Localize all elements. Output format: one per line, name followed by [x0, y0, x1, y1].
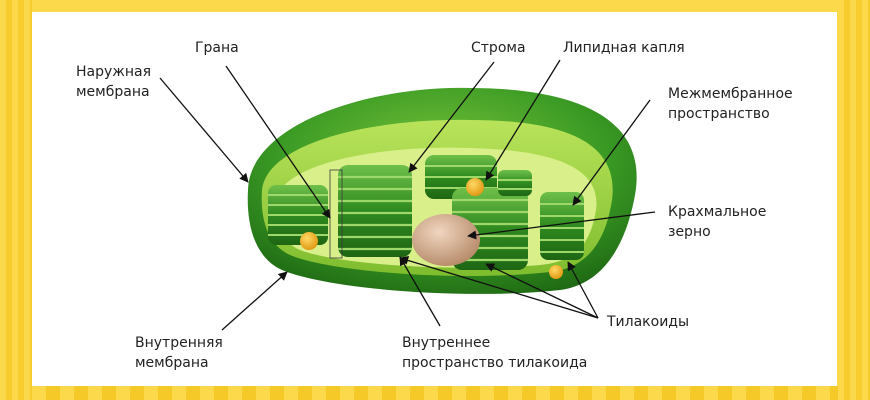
decor-stripe [0, 0, 32, 400]
lipid-droplet [466, 178, 484, 196]
label-grana: Грана [195, 40, 239, 56]
label-thylakoids: Тилакоиды [607, 314, 690, 330]
lipid-droplet [549, 265, 563, 279]
lipid-droplet [300, 232, 318, 250]
label-stroma: Строма [471, 40, 526, 56]
label-outer-membrane: Наружная мембрана [76, 62, 151, 102]
label-line: Внутреннее [402, 335, 491, 351]
label-line: мембрана [76, 84, 150, 100]
granum-stack-main [329, 165, 412, 259]
label-starch-grain: Крахмальное зерно [668, 202, 766, 242]
label-line: Межмембранное [668, 86, 793, 102]
label-line: Внутренняя [135, 335, 223, 351]
label-thylakoid-space: Внутреннее пространство тилакоида [402, 333, 587, 373]
granum-stack-right [540, 192, 584, 260]
label-line: пространство [668, 106, 770, 122]
label-line: мембрана [135, 355, 209, 371]
granum-stack-left [268, 185, 328, 245]
label-line: Наружная [76, 64, 152, 80]
label-intermembrane-space: Межмембранное пространство [668, 84, 793, 124]
label-line: зерно [668, 224, 711, 240]
label-lipid-droplet: Липидная капля [563, 40, 685, 56]
leader-lines [159, 59, 656, 331]
decor-stripe [838, 0, 870, 400]
starch-grain [412, 214, 480, 266]
label-line: Крахмальное [668, 204, 767, 220]
decor-stripe [32, 386, 838, 400]
granum-stack-small [498, 170, 532, 196]
label-line: пространство тилакоида [402, 355, 588, 371]
label-inner-membrane: Внутренняя мембрана [135, 333, 223, 373]
